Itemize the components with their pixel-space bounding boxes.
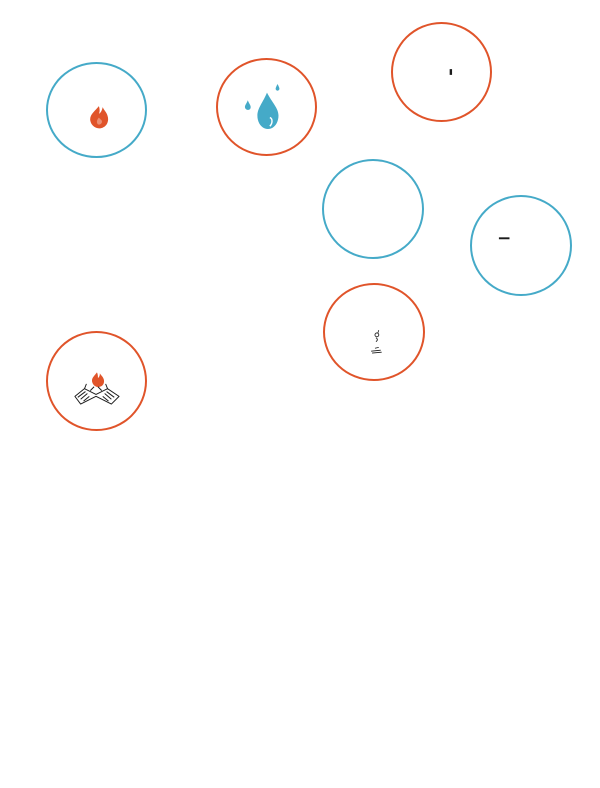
tick-mark-icon xyxy=(449,69,453,75)
water-node xyxy=(216,58,317,156)
flame-icon xyxy=(90,106,109,129)
tiny-figure-icon xyxy=(371,329,382,354)
dash-node xyxy=(470,195,572,296)
figure-node xyxy=(323,283,425,381)
water-drops-icon xyxy=(244,83,280,130)
flame-node xyxy=(46,62,147,158)
empty-node xyxy=(322,159,424,259)
campfire-node xyxy=(46,331,147,431)
tick-node xyxy=(391,22,492,122)
dash-icon xyxy=(498,237,510,240)
campfire-on-book-icon xyxy=(74,372,120,405)
